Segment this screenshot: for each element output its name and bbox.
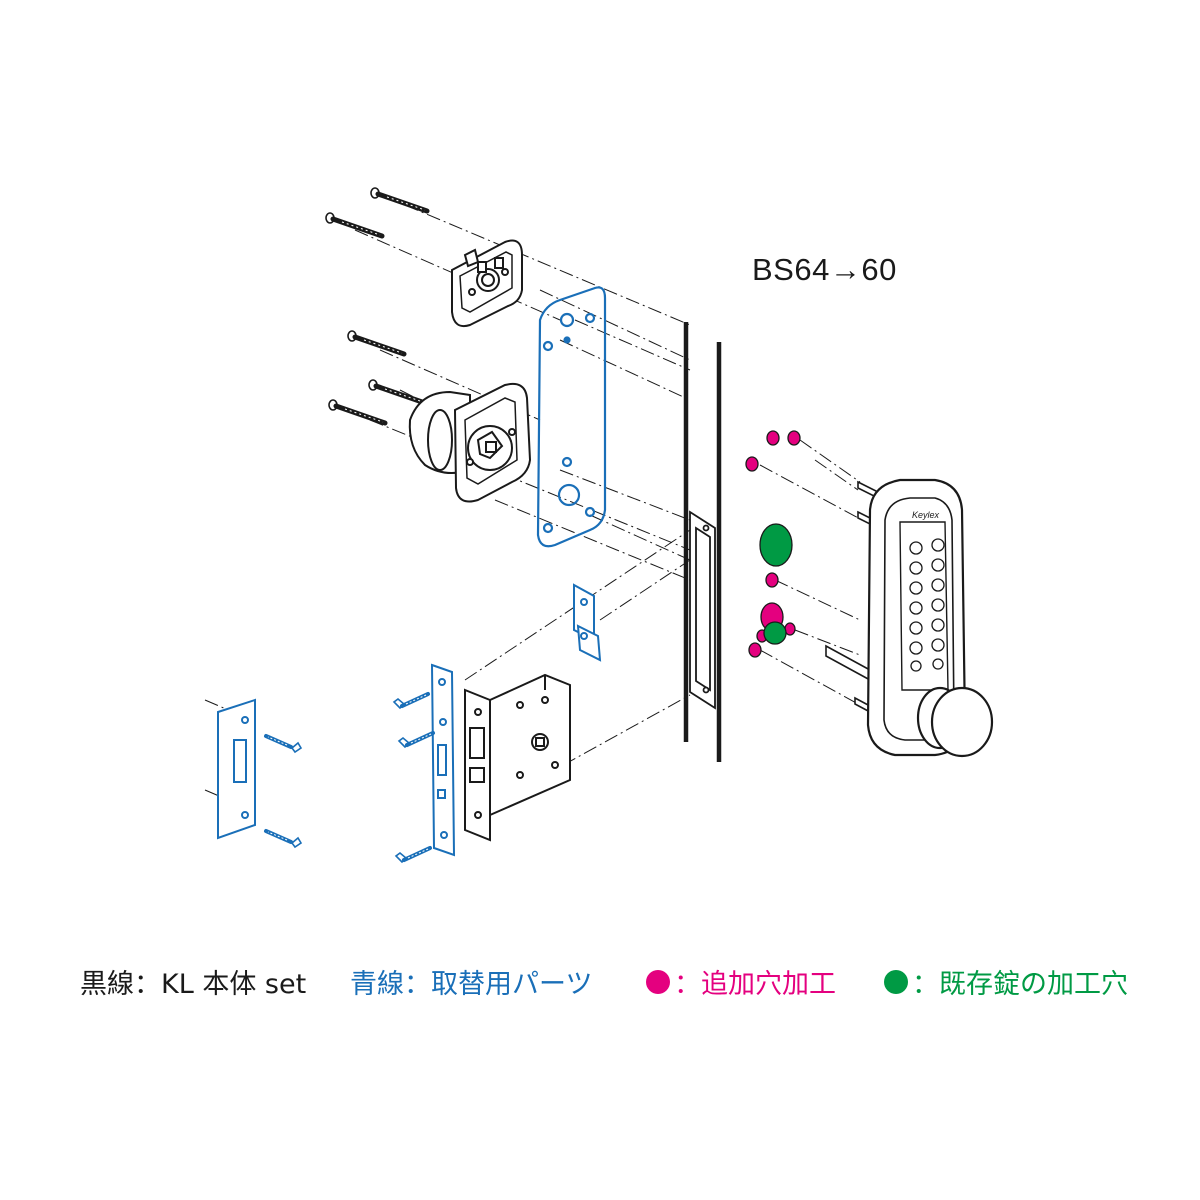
blue-face-plate xyxy=(430,663,456,857)
legend: 黒線：KL 本体 set 青線：取替用パーツ ：追加穴加工 ：既存錠の加工穴 xyxy=(0,962,1200,1002)
legend-black-line-text: 黒線：KL 本体 set xyxy=(80,969,307,1000)
blue-strike-plate xyxy=(217,698,256,840)
door-mortise xyxy=(689,510,716,710)
green-dot-icon xyxy=(884,969,908,994)
legend-magenta: ：追加穴加工 xyxy=(646,962,836,1001)
magenta-dot-icon xyxy=(646,969,670,994)
upper-rose xyxy=(451,239,523,328)
svg-text:Keylex: Keylex xyxy=(912,510,940,520)
keypad-buttons xyxy=(909,538,945,672)
mortise-lock xyxy=(464,673,571,842)
lower-rose xyxy=(408,382,532,503)
legend-blue-line-text: 青線：取替用パーツ xyxy=(350,969,593,1000)
legend-magenta-text: ：追加穴加工 xyxy=(674,969,836,1000)
legend-green-text: ：既存錠の加工穴 xyxy=(912,969,1128,1000)
alignment-lines xyxy=(204,204,863,806)
existing-holes xyxy=(759,523,793,645)
blue-back-plate xyxy=(536,286,607,548)
blue-latch-plate xyxy=(573,583,602,662)
long-screws xyxy=(326,188,427,423)
door-section xyxy=(683,322,722,762)
blue-screws xyxy=(264,692,435,864)
legend-green: ：既存錠の加工穴 xyxy=(884,962,1128,1001)
legend-blue-line: 青線：取替用パーツ xyxy=(350,962,592,1001)
backset-dimension-label: BS64→60 xyxy=(752,252,897,287)
legend-black-line: 黒線：KL 本体 set xyxy=(80,962,306,1001)
knob xyxy=(916,686,994,758)
keypad-unit: Keylex xyxy=(866,478,994,758)
